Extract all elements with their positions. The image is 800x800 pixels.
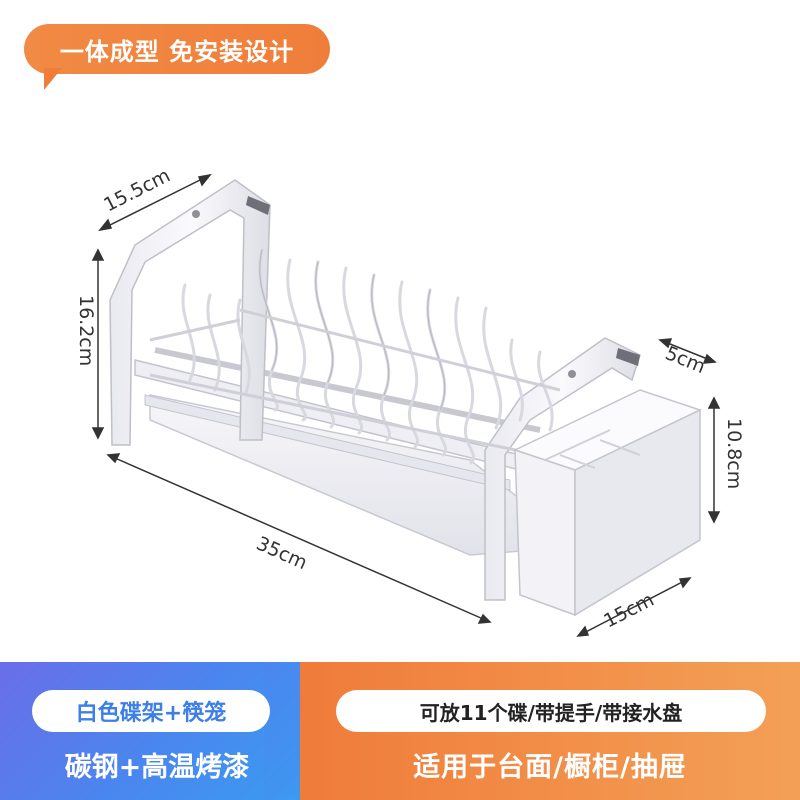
right-handle-hole bbox=[568, 370, 576, 378]
capacity-text: 可放11个碟/带提手/带接水盘 bbox=[419, 700, 683, 725]
feature-badge: 一体成型 免安装设计 bbox=[24, 24, 330, 74]
product-illustration: 15.5cm 16.2cm 35cm 5cm 10.8cm 15cm bbox=[75, 164, 745, 637]
color-label-pill: 白色碟架+筷笼 bbox=[32, 690, 270, 732]
rack-base-bottom bbox=[144, 394, 511, 491]
capacity-pill: 可放11个碟/带提手/带接水盘 bbox=[336, 690, 766, 732]
dim-height: 16.2cm bbox=[75, 295, 97, 366]
dim-holder-depth: 5cm bbox=[662, 342, 708, 378]
left-handle-frame bbox=[109, 179, 271, 446]
dim-length: 35cm bbox=[253, 532, 310, 574]
color-label-text: 白色碟架+筷笼 bbox=[75, 701, 227, 726]
cutlery-holder bbox=[513, 389, 702, 617]
dim-holder-height: 10.8cm bbox=[723, 418, 745, 489]
cross-rods bbox=[149, 308, 561, 457]
dimension-lines bbox=[91, 173, 721, 637]
badge-tail bbox=[44, 68, 62, 90]
badge-text: 一体成型 免安装设计 bbox=[59, 37, 295, 66]
left-handle-hole bbox=[192, 210, 200, 218]
usage-text: 适用于台面/橱柜/抽屉 bbox=[413, 751, 687, 783]
dim-depth: 15.5cm bbox=[100, 164, 173, 216]
material-text: 碳钢+高温烤漆 bbox=[64, 751, 250, 783]
